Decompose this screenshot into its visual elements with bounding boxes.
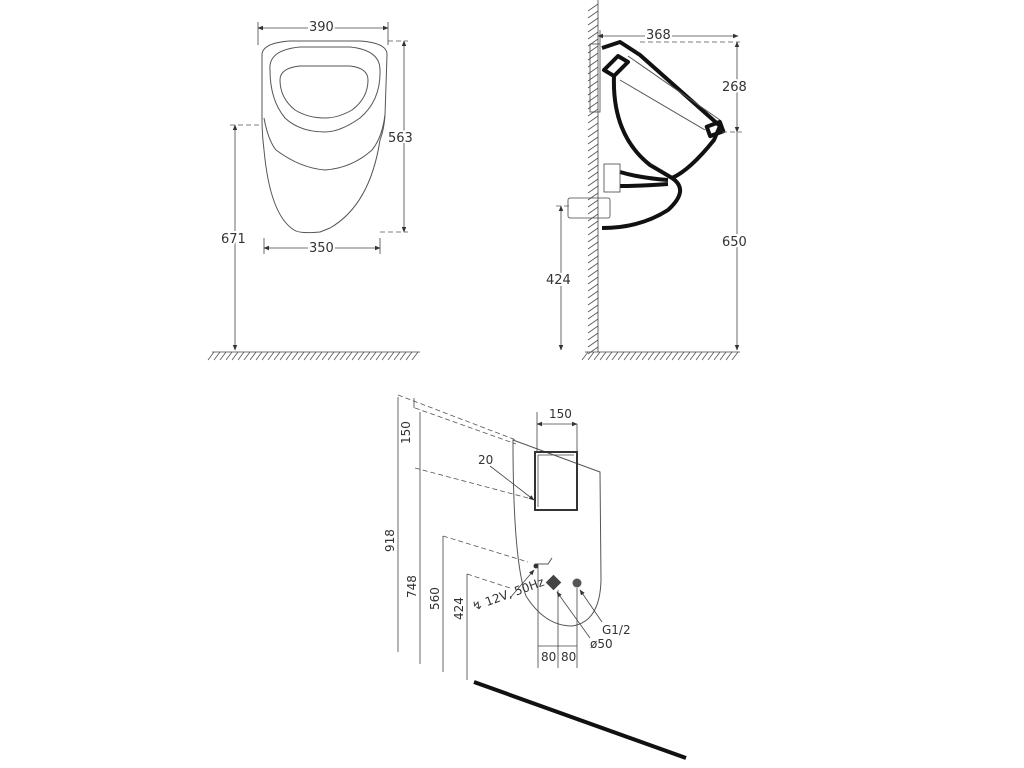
front-floor [207, 351, 420, 361]
side-bowl-profile [601, 40, 722, 230]
install-outline [512, 439, 602, 627]
front-bowl-outline [261, 40, 388, 234]
dim-inlet-height: 268 [722, 80, 747, 95]
dim-h-748: 748 [405, 575, 419, 598]
water-connection [572, 578, 582, 588]
dim-h-560: 560 [428, 587, 442, 610]
dim-h-918: 918 [383, 529, 397, 552]
dim-top-width: 390 [309, 20, 334, 35]
side-view: 368 268 650 424 [544, 0, 749, 361]
install-floor [473, 680, 687, 760]
drain-connection [545, 574, 562, 591]
front-rim [269, 46, 381, 133]
dim-outlet-height: 424 [546, 273, 571, 288]
front-view: 390 350 563 671 [207, 18, 420, 361]
dim-h-150: 150 [399, 421, 413, 444]
dim-spacing-right: 80 [561, 650, 576, 664]
dim-opening-offset: 20 [478, 453, 493, 467]
dim-bottom-width: 350 [309, 241, 334, 256]
dim-rim-height: 671 [221, 232, 246, 247]
dim-spacing-left: 80 [541, 650, 556, 664]
flush-opening [534, 451, 578, 511]
dim-opening-width: 150 [549, 407, 572, 421]
dim-depth: 368 [646, 28, 671, 43]
dim-height: 563 [388, 131, 413, 146]
power-connection [533, 557, 553, 569]
installation-view: 150 20 ↯ 12V, 50Hz G1/2 ø50 80 80 [383, 394, 687, 760]
label-drain: ø50 [590, 637, 613, 651]
dim-h-424: 424 [452, 597, 466, 620]
label-water: G1/2 [602, 623, 631, 637]
dim-total-height: 650 [722, 235, 747, 250]
